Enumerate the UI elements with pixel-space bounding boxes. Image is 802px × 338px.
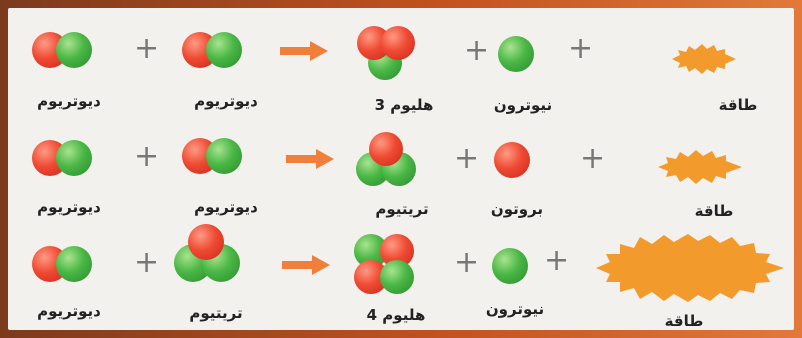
proton-sphere <box>494 142 530 178</box>
plus-sign: + <box>568 31 594 66</box>
reaction-arrow-icon <box>286 149 334 169</box>
reactant1-label: ديوتريوم <box>37 198 101 216</box>
neutron-sphere <box>56 140 92 176</box>
reaction-arrow-icon <box>282 255 330 275</box>
plus-sign: + <box>134 245 160 280</box>
reactant2-label: تريتيوم <box>189 304 243 322</box>
product1-label: تريتيوم <box>375 200 429 218</box>
plus-sign: + <box>544 243 570 278</box>
proton-sphere <box>369 132 403 166</box>
neutron-sphere <box>206 32 242 68</box>
plus-sign: + <box>134 31 160 66</box>
plus-sign: + <box>464 33 490 68</box>
neutron-sphere <box>56 246 92 282</box>
product2-label: بروتون <box>490 200 544 218</box>
product1-label: هليوم 3 <box>374 96 434 114</box>
reactant2-label: ديوتريوم <box>194 92 258 110</box>
plus-sign: + <box>134 139 160 174</box>
neutron-sphere <box>492 248 528 284</box>
energy-label: طاقة <box>694 202 734 220</box>
reaction-row-2: ديوتريوم + ديوتريوم تريتيوم + بروتون + ط… <box>8 116 794 222</box>
product2-label: نيوترون <box>485 300 545 318</box>
neutron-sphere <box>56 32 92 68</box>
reaction-arrow-icon <box>280 41 328 61</box>
reaction-row-3: ديوتريوم + تريتيوم هليوم 4 + نيوترون + ط… <box>8 222 794 330</box>
plus-sign: + <box>454 245 480 280</box>
proton-sphere <box>188 224 224 260</box>
proton-sphere <box>381 26 415 60</box>
energy-label: طاقة <box>664 312 704 330</box>
energy-label: طاقة <box>718 96 758 114</box>
plus-sign: + <box>454 141 480 176</box>
neutron-sphere <box>206 138 242 174</box>
reactant1-label: ديوتريوم <box>37 302 101 320</box>
product2-label: نيوترون <box>493 96 553 114</box>
neutron-sphere <box>498 36 534 72</box>
neutron-sphere <box>380 260 414 294</box>
reactant1-label: ديوتريوم <box>37 92 101 110</box>
reaction-row-1: ديوتريوم + ديوتريوم هليوم 3 + نيوترون + … <box>8 12 794 118</box>
energy-burst-icon <box>672 44 736 74</box>
plus-sign: + <box>580 141 606 176</box>
product1-label: هليوم 4 <box>366 306 426 324</box>
fusion-reactions-panel: ديوتريوم + ديوتريوم هليوم 3 + نيوترون + … <box>8 8 794 330</box>
energy-burst-icon <box>596 234 784 302</box>
reactant2-label: ديوتريوم <box>194 198 258 216</box>
energy-burst-icon <box>658 150 742 184</box>
